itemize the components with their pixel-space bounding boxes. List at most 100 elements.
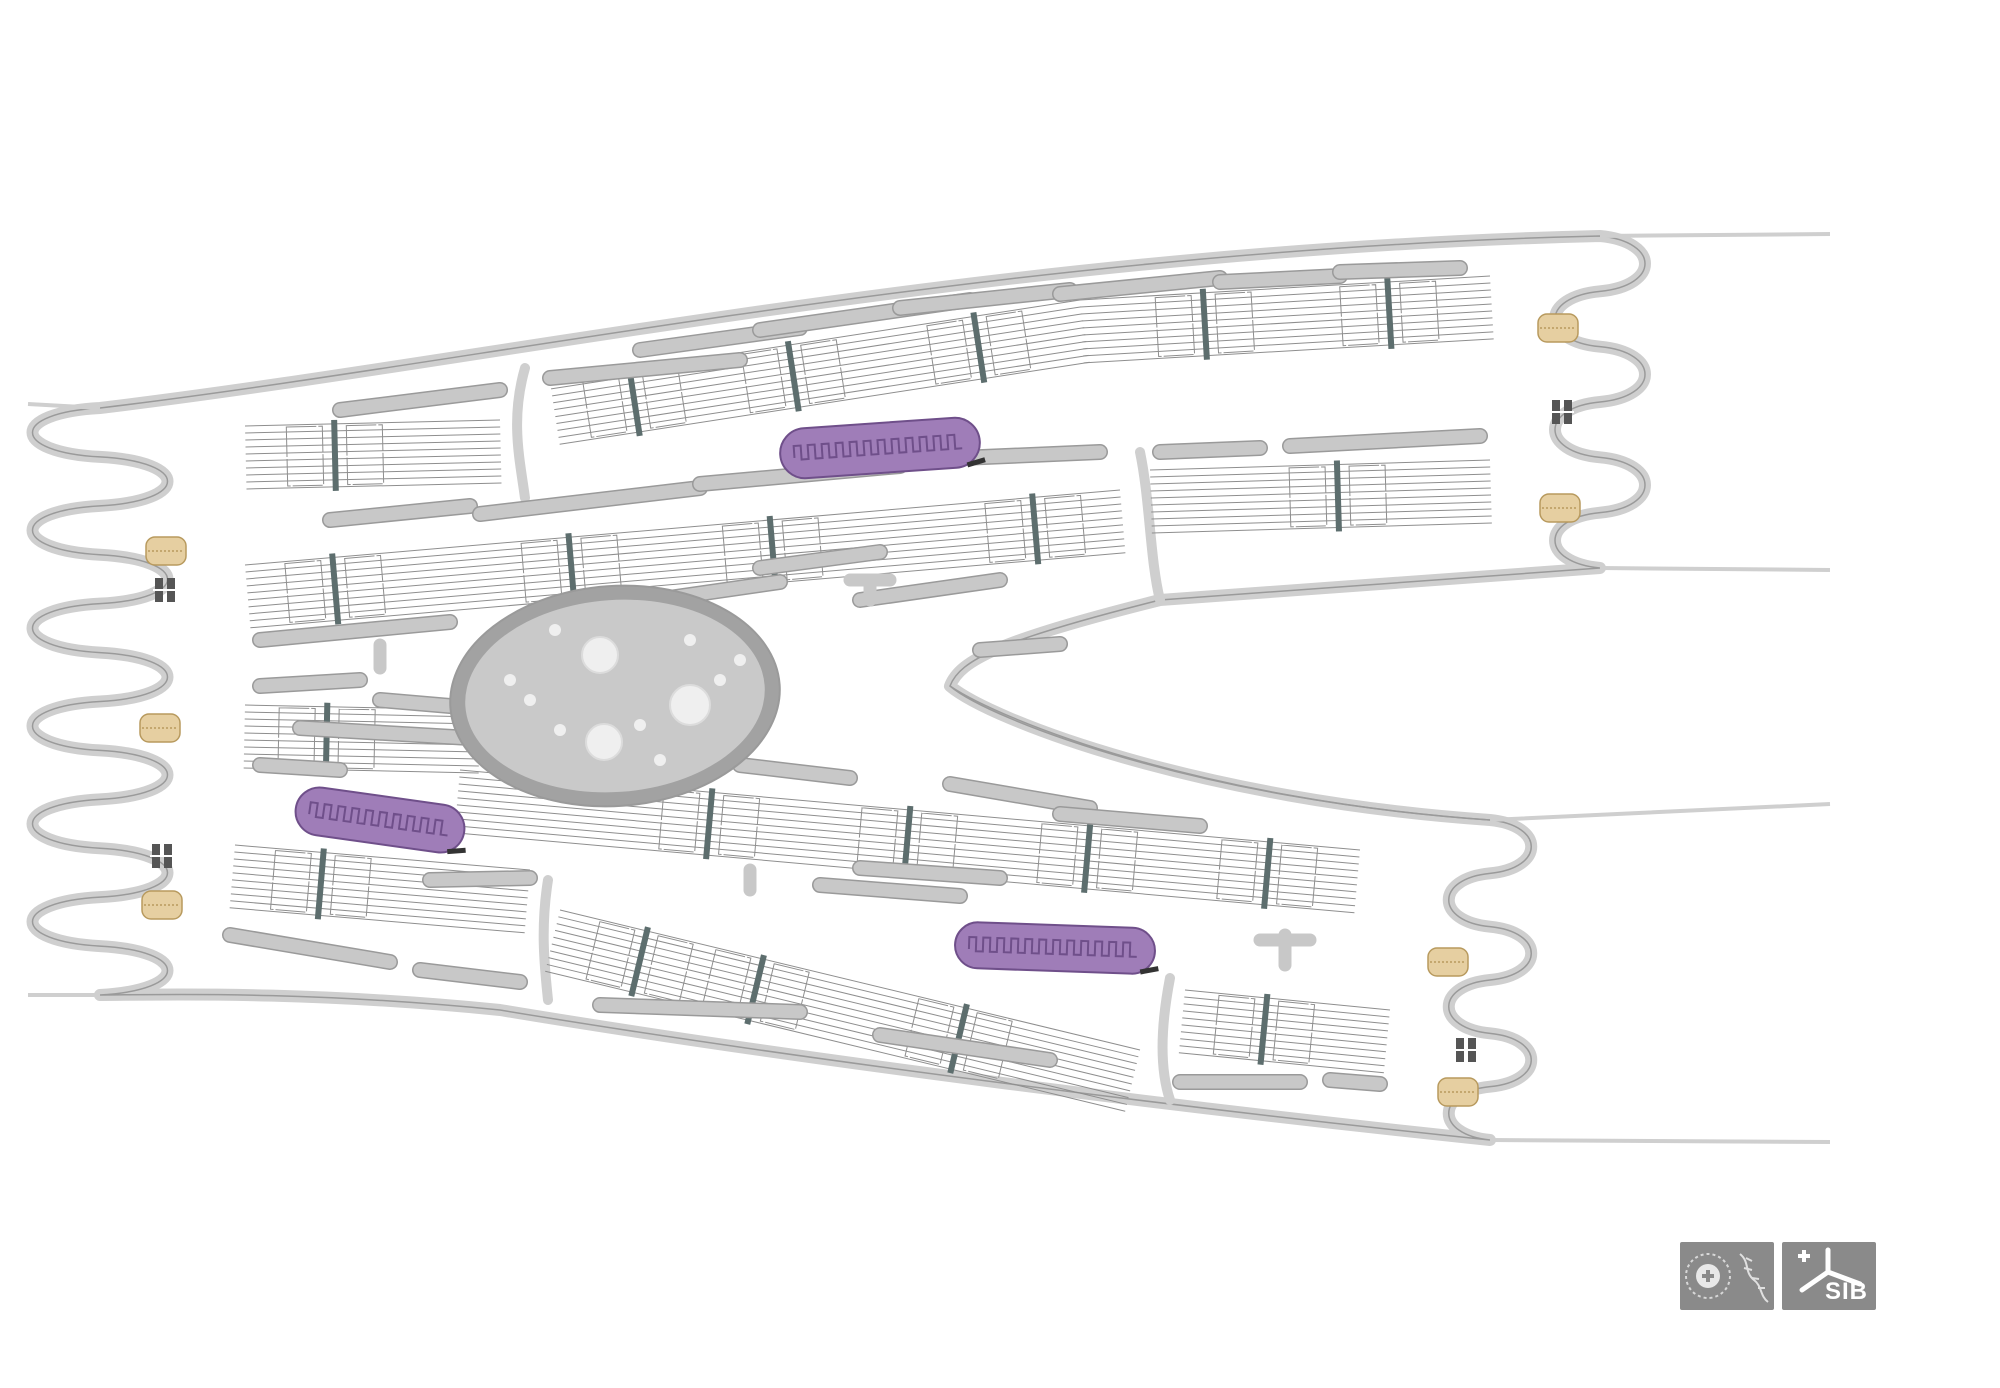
nucleoplasm [465,599,765,793]
thin-filament [1082,317,1493,343]
internal-membrane-1 [1135,447,1165,605]
myofibril-1a [244,419,502,491]
sr-tubule-19 [373,693,457,713]
sr-tubule-22 [733,758,857,785]
nucleus [449,584,781,808]
sr-tubule-25 [853,861,1007,885]
sr-tubule-21 [253,758,347,777]
mitochondrion-left [294,786,466,855]
neighbor-cell-left [27,402,101,997]
thick-filament-band [520,539,563,603]
internal-membrane-0 [512,363,530,503]
thin-filament [248,531,1124,608]
thin-filament [1082,310,1493,336]
chromatin-dot-7 [504,674,516,686]
sr-tubule-28 [223,928,397,969]
myofibril-1c [1079,275,1494,364]
sr-tubule-34 [973,637,1067,657]
sr-tubule-18 [253,673,367,693]
mitochondrion-tether [966,457,986,468]
thin-filament [555,334,1086,418]
thin-filament [1151,494,1492,506]
thin-filament [244,489,1121,566]
chromatin-dot-1 [684,634,696,646]
nucleolus-2 [585,723,623,761]
z-disc [1029,493,1042,565]
thin-filament [556,341,1087,425]
chromatin-dot-0 [549,624,561,636]
thin-filament [558,354,1089,438]
mitochondrion-cristae [792,433,963,461]
thick-filament-band [985,310,1032,376]
thin-filament [1151,522,1492,534]
desmosome-left-1 [145,536,187,566]
mitochondria [294,416,1159,975]
desmosome-right-4 [1437,1077,1479,1107]
sib-logo-icon [1798,1247,1863,1293]
thick-filament-band [1288,466,1328,528]
desmosome-right-1 [1537,313,1579,343]
thick-filament-band [1036,823,1079,887]
mitochondrion-membrane [779,416,981,480]
z-disc [314,848,327,920]
thin-filament [245,440,501,448]
gap-junction-left-1 [153,578,177,602]
thin-filament [1081,303,1492,329]
chromatin-dot-3 [554,724,566,736]
thin-filament [554,327,1085,411]
thin-filament [1150,487,1491,499]
chromatin-dot-6 [734,654,746,666]
thin-filament [1082,324,1493,350]
thin-filament [559,909,1141,1051]
neighbor-cell-right-bottom [1489,802,1831,1144]
thin-filament [1151,508,1492,520]
chromatin-dot-4 [654,754,666,766]
sr-tubule-4 [893,283,1077,315]
thin-filament [1080,282,1491,308]
thin-filament [1083,338,1494,364]
sarcolemma-edge [32,235,1646,1141]
thick-filament-band [1044,494,1087,558]
thin-filament [246,510,1122,587]
thick-filament-band [269,849,312,913]
swissprot-logo [1680,1242,1774,1310]
thin-filament [554,929,1136,1071]
thin-filament [246,475,502,483]
thick-filament-band [759,963,810,1031]
myofibril-1e [1149,459,1492,534]
thin-filament [244,746,480,753]
thick-filament-band [1276,844,1319,908]
thin-filament [1151,501,1492,513]
gap-junction-left-2 [150,844,174,868]
intercalated-disc-junctions [139,313,1581,1107]
sr-tubule-13 [1283,429,1487,453]
sr-tubule-24 [1053,807,1207,833]
thin-filament [247,517,1123,594]
nucleolus-1 [669,684,711,726]
thin-filament [229,907,525,934]
sr-tubule-12 [1153,441,1267,459]
thick-filament-band [284,559,327,623]
z-disc [703,788,716,860]
thin-filament [246,482,502,490]
myofibril-2e [1178,989,1391,1074]
thin-filament [1178,1052,1384,1074]
sr-tubule-20 [293,721,477,745]
sr-tubule-1 [543,353,747,385]
thin-filament [234,844,531,871]
desmosome-right-2 [1539,493,1581,523]
thin-filament [245,426,501,434]
thick-filament-band [329,854,372,918]
thin-filament [245,433,501,441]
thin-filament [557,347,1088,431]
thin-filament [245,454,501,462]
thick-filament-band [1272,1000,1316,1064]
sib-logo: SIB [1782,1242,1876,1310]
thick-filament-band [926,319,973,385]
thin-filament [230,893,526,920]
chromatin-dot-5 [714,674,726,686]
thick-filament-band [1154,294,1196,358]
chromatin-dot-2 [524,694,536,706]
thick-filament-band [781,517,824,581]
sib-logo-label: SIB [1824,1278,1868,1305]
